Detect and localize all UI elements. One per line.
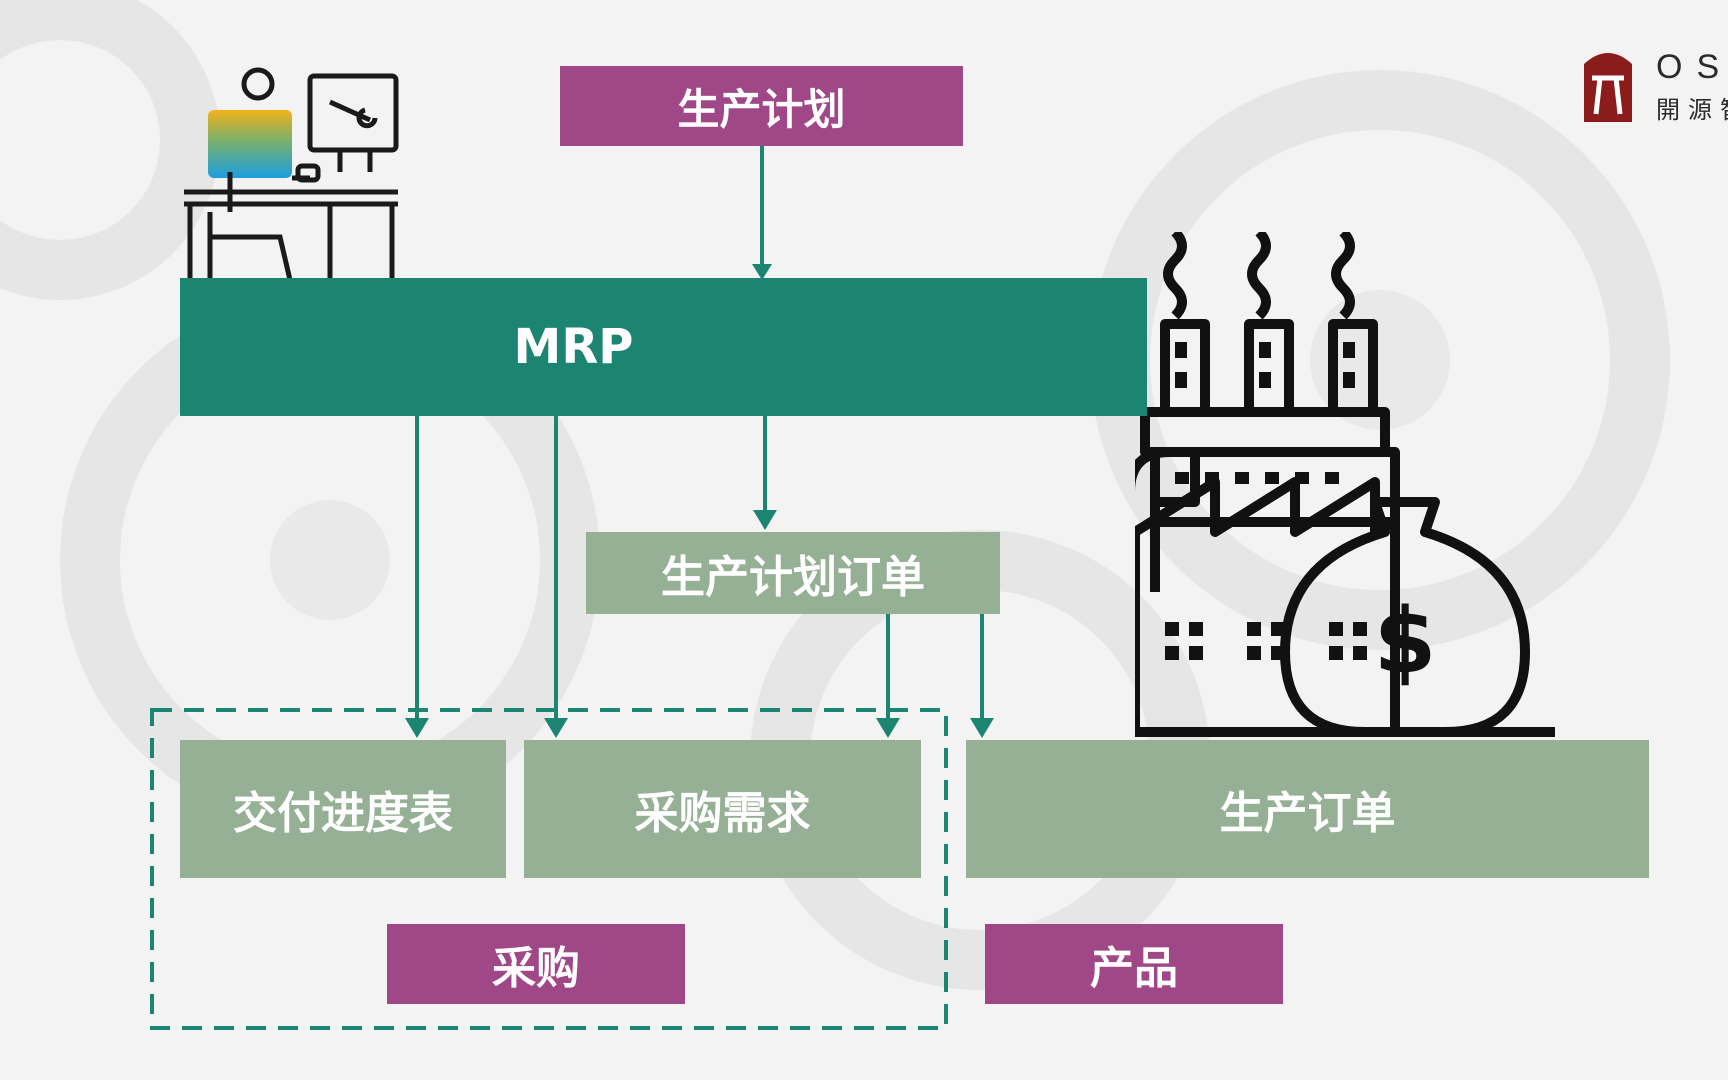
production-plan-order-label: 生产计划订单 (661, 552, 925, 603)
engineer-at-desk-icon (184, 67, 399, 280)
purchase-requirement-label: 采购需求 (634, 788, 811, 839)
purchase-label-box: 采购 (387, 924, 685, 1004)
purchase-label: 采购 (492, 943, 580, 994)
production-plan-order-box: 生产计划订单 (586, 532, 1000, 614)
product-label-box: 产品 (985, 924, 1283, 1004)
osc-logo-icon (1584, 53, 1632, 122)
product-label: 产品 (1090, 943, 1178, 994)
delivery-schedule-label: 交付进度表 (233, 788, 453, 839)
production-plan-box: 生产计划 (560, 66, 963, 146)
mrp-box: MRP (180, 278, 1147, 416)
logo-text-line2: 開源智 (1656, 96, 1728, 124)
delivery-schedule-box: 交付进度表 (180, 740, 506, 878)
production-plan-label: 生产计划 (677, 84, 846, 134)
purchase-requirement-box: 采购需求 (524, 740, 921, 878)
production-order-label: 生产订单 (1219, 788, 1396, 839)
production-order-box: 生产订单 (966, 740, 1649, 878)
mrp-label: MRP (513, 319, 634, 375)
logo-text-line1: OSC (1656, 48, 1728, 86)
svg-text:$: $ (1374, 589, 1437, 694)
factory-money-bag-icon: $ (1135, 232, 1555, 737)
